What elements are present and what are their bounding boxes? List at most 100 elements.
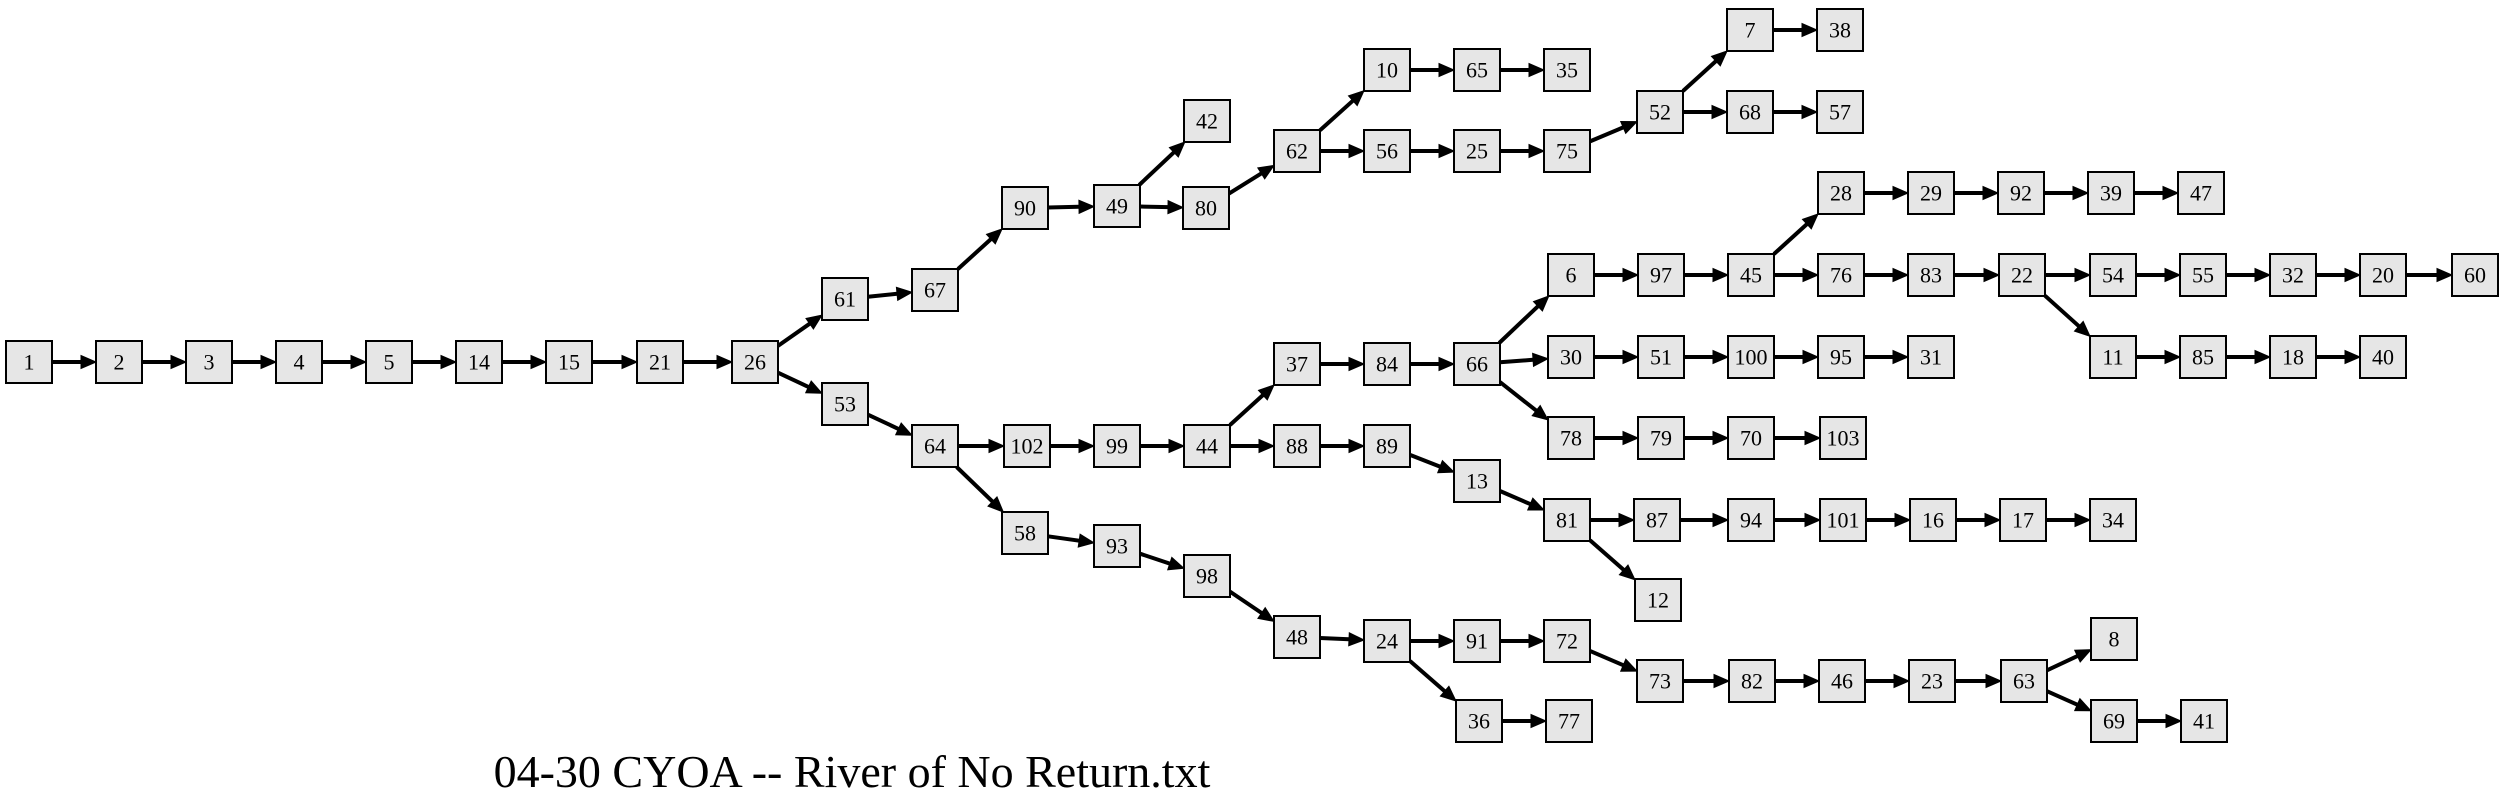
node-label: 16 xyxy=(1922,508,1944,533)
edge-18-to-40 xyxy=(2316,349,2362,365)
node-label: 57 xyxy=(1829,100,1851,125)
node-box xyxy=(1455,699,1503,743)
arrowhead xyxy=(1710,50,1728,67)
node-58: 58 xyxy=(1001,511,1049,555)
node-42: 42 xyxy=(1183,99,1231,143)
arrowhead xyxy=(1348,356,1366,372)
node-label: 61 xyxy=(834,287,856,312)
node-label: 35 xyxy=(1556,58,1578,83)
edge-62-to-56 xyxy=(1320,143,1366,159)
edge-79-to-70 xyxy=(1684,430,1730,446)
arrowhead xyxy=(2436,267,2454,283)
node-label: 90 xyxy=(1014,196,1036,221)
edge-15-to-21 xyxy=(592,354,639,370)
arrowhead xyxy=(170,354,188,370)
arrowhead xyxy=(1712,267,1730,283)
node-box xyxy=(1637,335,1685,379)
node-box xyxy=(1001,511,1049,555)
node-box xyxy=(636,340,684,384)
node-label: 6 xyxy=(1566,263,1577,288)
node-box xyxy=(821,277,869,321)
edge-67-to-90 xyxy=(956,228,1003,271)
edge-81-to-87 xyxy=(1590,512,1636,528)
arrowhead xyxy=(1531,404,1549,421)
edge-line xyxy=(1047,204,1080,210)
node-box xyxy=(1093,184,1141,228)
node-box xyxy=(1543,129,1591,173)
edge-24-to-91 xyxy=(1410,633,1456,649)
edge-5-to-14 xyxy=(412,354,458,370)
edge-line xyxy=(1137,150,1176,187)
node-label: 15 xyxy=(558,350,580,375)
node-95: 95 xyxy=(1817,335,1865,379)
node-17: 17 xyxy=(1999,498,2047,542)
node-65: 65 xyxy=(1453,48,1501,92)
arrowhead xyxy=(895,286,914,302)
node-7: 7 xyxy=(1726,8,1774,52)
node-label: 20 xyxy=(2372,263,2394,288)
arrowhead xyxy=(621,354,639,370)
node-label: 101 xyxy=(1827,508,1860,533)
edge-46-to-23 xyxy=(1865,673,1911,689)
node-23: 23 xyxy=(1908,659,1956,703)
node-label: 68 xyxy=(1739,100,1761,125)
edge-line xyxy=(1589,649,1624,668)
edge-32-to-20 xyxy=(2316,267,2362,283)
edge-100-to-95 xyxy=(1774,349,1820,365)
edge-62-to-10 xyxy=(1318,89,1365,132)
node-8: 8 xyxy=(2090,617,2138,661)
node-label: 87 xyxy=(1646,508,1668,533)
arrowhead xyxy=(2073,320,2091,338)
node-box xyxy=(1273,615,1321,659)
node-15: 15 xyxy=(545,340,593,384)
arrowhead xyxy=(1711,104,1729,120)
edge-54-to-55 xyxy=(2136,267,2182,283)
arrowhead xyxy=(1257,606,1276,623)
node-label: 36 xyxy=(1468,709,1490,734)
node-label: 73 xyxy=(1649,669,1671,694)
node-label: 94 xyxy=(1740,508,1762,533)
node-label: 92 xyxy=(2010,181,2032,206)
node-label: 80 xyxy=(1195,196,1217,221)
node-box xyxy=(1634,578,1682,622)
node-label: 25 xyxy=(1466,139,1488,164)
edge-94-to-101 xyxy=(1774,512,1822,528)
node-box xyxy=(2089,335,2137,379)
edge-76-to-83 xyxy=(1864,267,1910,283)
node-label: 48 xyxy=(1286,625,1308,650)
edge-1-to-2 xyxy=(52,354,98,370)
node-box xyxy=(1817,335,1865,379)
arrowhead xyxy=(1436,459,1456,474)
node-label: 89 xyxy=(1376,434,1398,459)
node-55: 55 xyxy=(2179,253,2227,297)
edge-75-to-52 xyxy=(1589,120,1639,144)
edge-17-to-34 xyxy=(2046,512,2092,528)
edge-52-to-68 xyxy=(1683,104,1729,120)
node-box xyxy=(1547,416,1595,460)
edge-99-to-44 xyxy=(1140,438,1186,454)
node-box xyxy=(1907,335,1955,379)
node-box xyxy=(1183,424,1231,468)
arrowhead xyxy=(1985,673,2003,689)
node-label: 21 xyxy=(649,350,671,375)
edge-97-to-45 xyxy=(1684,267,1730,283)
arrowhead xyxy=(1168,141,1186,158)
edge-line xyxy=(1772,222,1809,256)
edge-line xyxy=(776,322,811,348)
node-66: 66 xyxy=(1453,342,1501,386)
edge-22-to-11 xyxy=(2043,294,2091,338)
node-76: 76 xyxy=(1817,253,1865,297)
node-box xyxy=(1273,342,1321,386)
node-56: 56 xyxy=(1363,129,1411,173)
edge-line xyxy=(1589,125,1624,144)
node-box xyxy=(1818,659,1866,703)
node-box xyxy=(1363,129,1411,173)
edge-66-to-30 xyxy=(1499,352,1550,368)
node-label: 11 xyxy=(2102,345,2123,370)
node-box xyxy=(1727,253,1775,297)
node-box xyxy=(1999,498,2047,542)
arrowhead xyxy=(2162,185,2180,201)
node-box xyxy=(1183,99,1231,143)
edges-layer xyxy=(52,22,2454,729)
